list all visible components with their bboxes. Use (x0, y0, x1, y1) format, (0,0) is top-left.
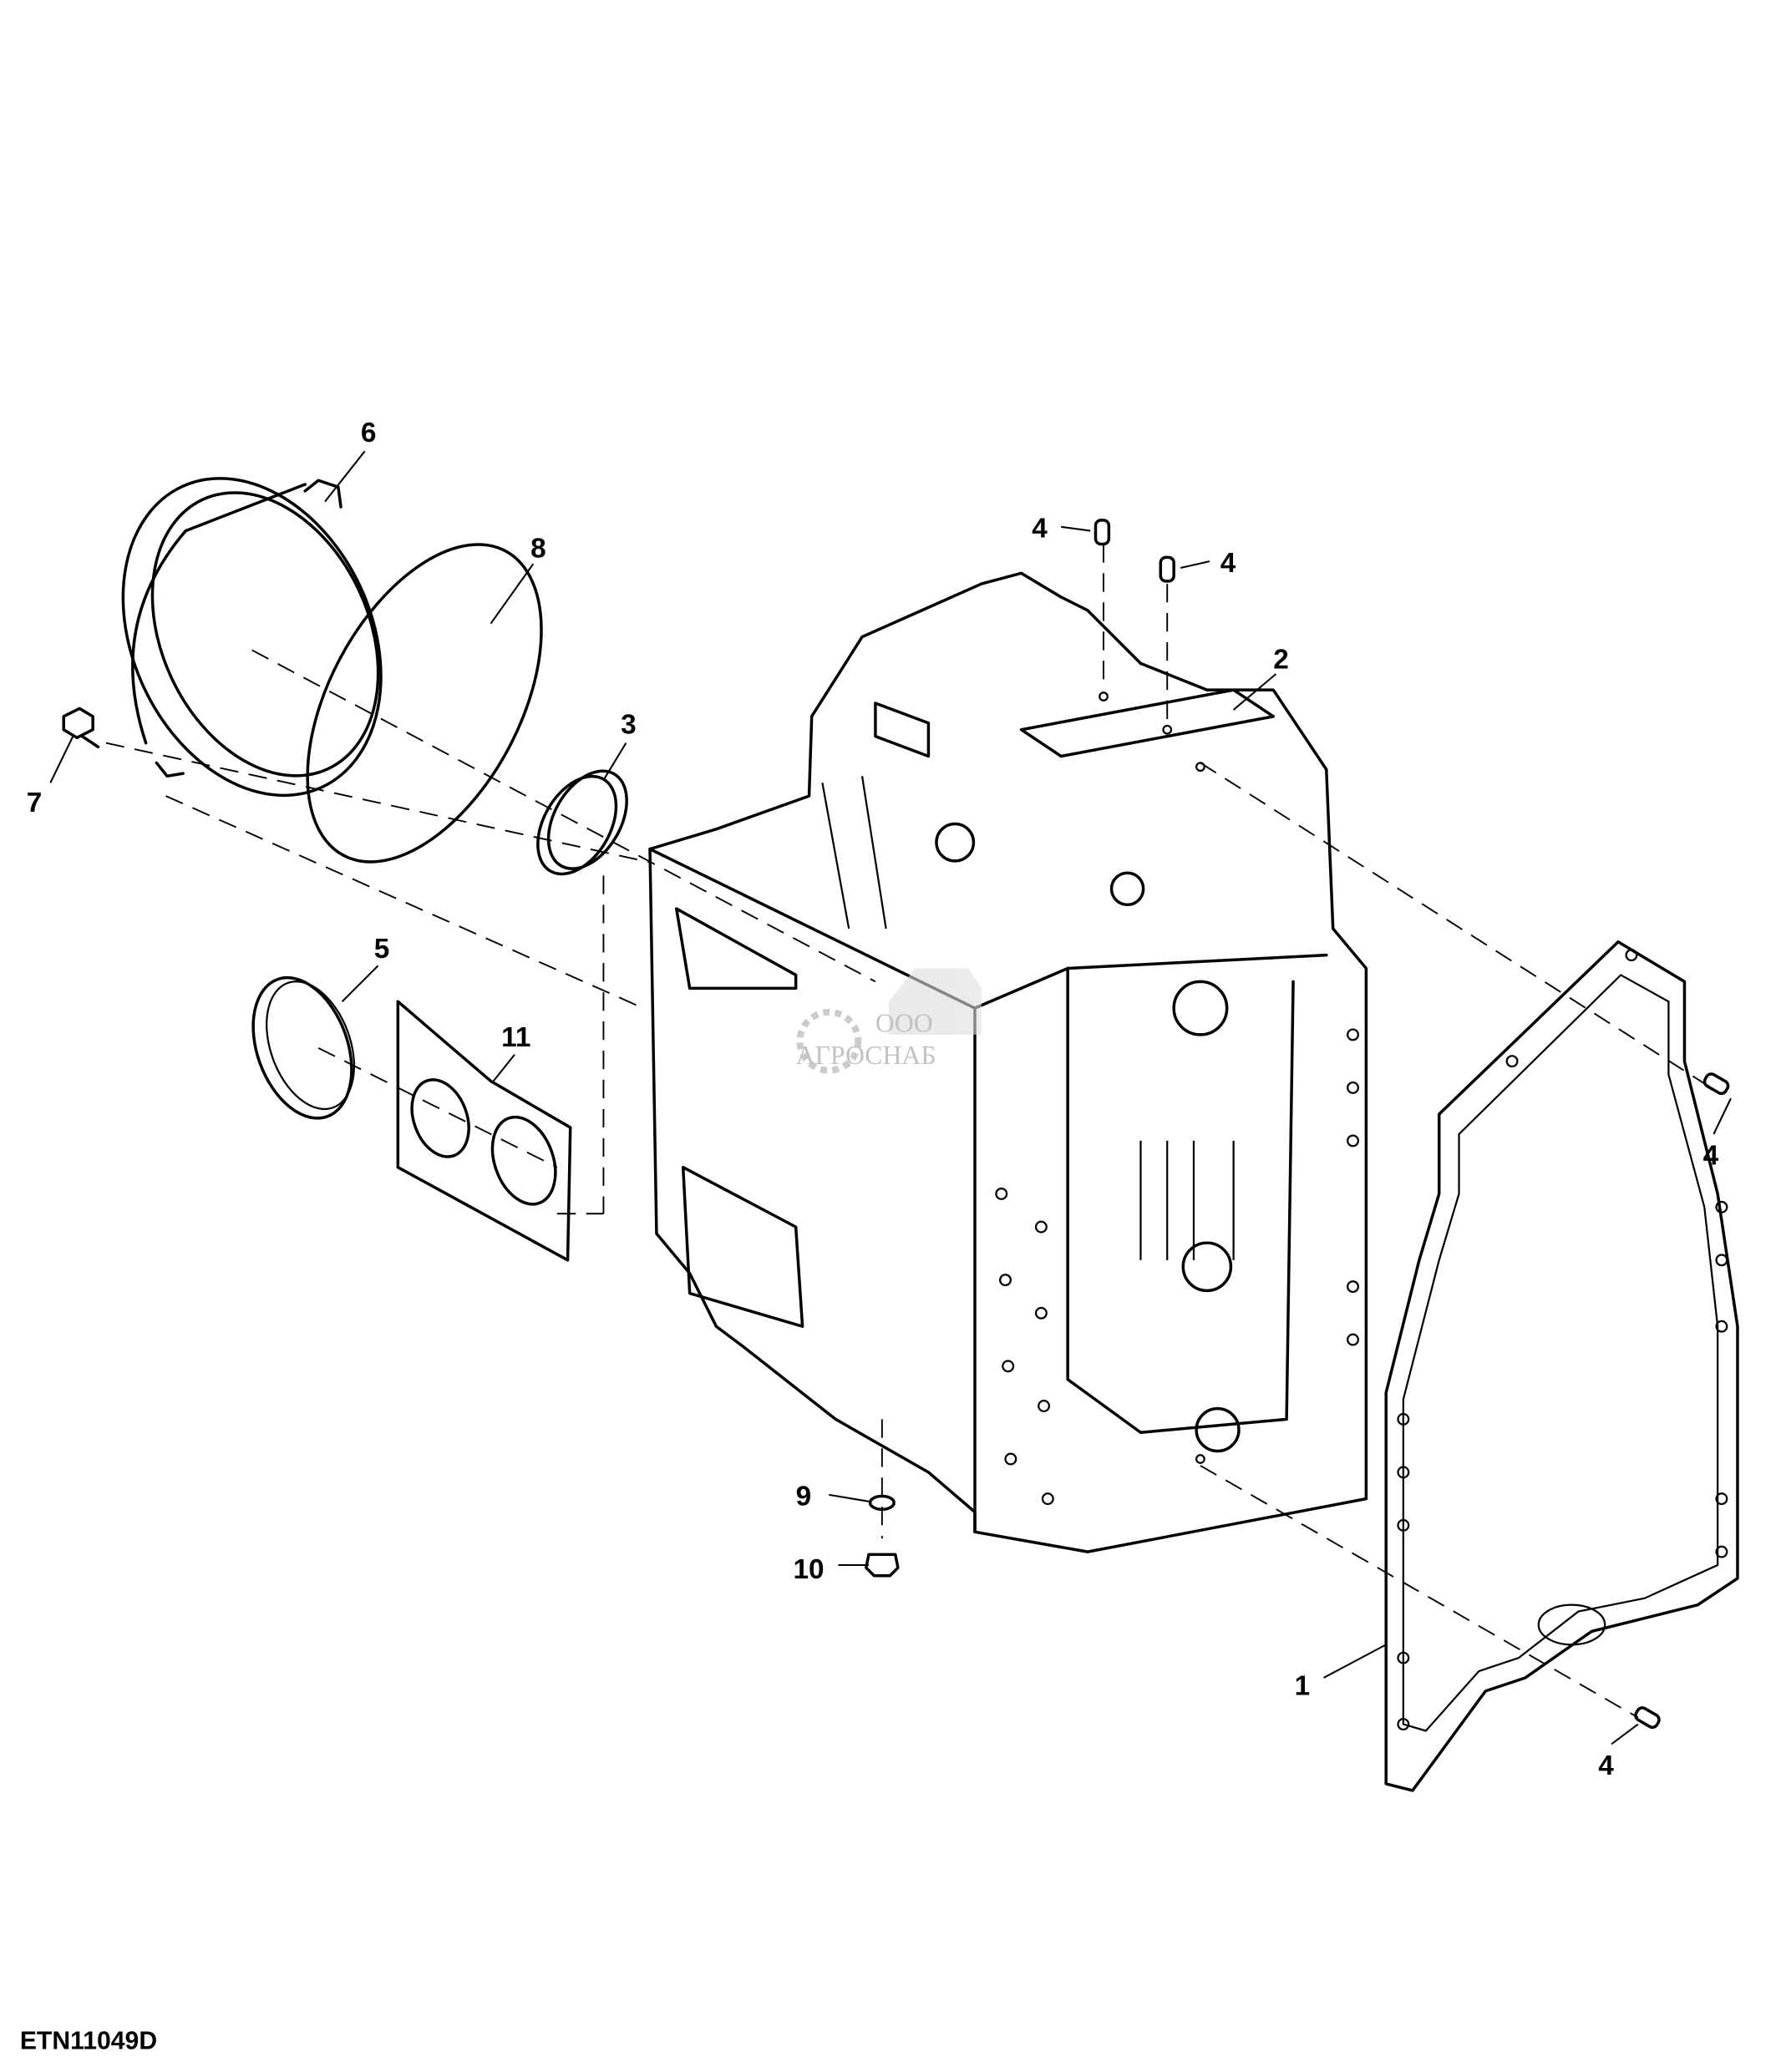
callout-4-top-left: 4 (1032, 514, 1048, 545)
callout-3: 3 (621, 709, 637, 740)
leader-lines (49, 450, 1732, 1745)
part-9-seal-ring (868, 1494, 896, 1512)
callout-10: 10 (793, 1554, 824, 1585)
part-7-bolt (62, 707, 100, 749)
callout-4-top-right: 4 (1220, 548, 1236, 579)
callout-6: 6 (361, 418, 377, 448)
callout-8: 8 (530, 533, 546, 564)
watermark-name: АГРОСНАБ (796, 1041, 936, 1070)
callout-1: 1 (1295, 1671, 1311, 1702)
part-1-gasket (1384, 940, 1739, 1792)
callout-2: 2 (1273, 645, 1289, 676)
callout-5: 5 (374, 934, 390, 965)
callout-4-bottom: 4 (1598, 1750, 1614, 1781)
callout-9: 9 (796, 1482, 812, 1512)
figure-id: ETN11049D (20, 2028, 157, 2055)
alignment-lines (105, 544, 1712, 1719)
watermark-prefix: ООО (875, 1009, 933, 1038)
callout-4-right: 4 (1703, 1141, 1719, 1172)
part-10-drain-plug (865, 1553, 900, 1578)
part-8-o-ring (306, 543, 543, 864)
callout-7: 7 (27, 788, 43, 818)
part-4-dowel-pins (1094, 519, 1730, 1730)
watermark-logo: ООО АГРОСНАБ (796, 968, 982, 1074)
part-5-plug (251, 975, 355, 1120)
part-11-bearing-kit (396, 1000, 572, 1262)
callouts: 6 8 3 7 5 11 4 4 2 4 1 4 9 10 (27, 418, 1719, 1781)
part-6-cover (121, 477, 383, 798)
callout-11: 11 (501, 1022, 530, 1053)
part-2-housing (648, 571, 1368, 1553)
part-3-sleeve (536, 769, 628, 876)
